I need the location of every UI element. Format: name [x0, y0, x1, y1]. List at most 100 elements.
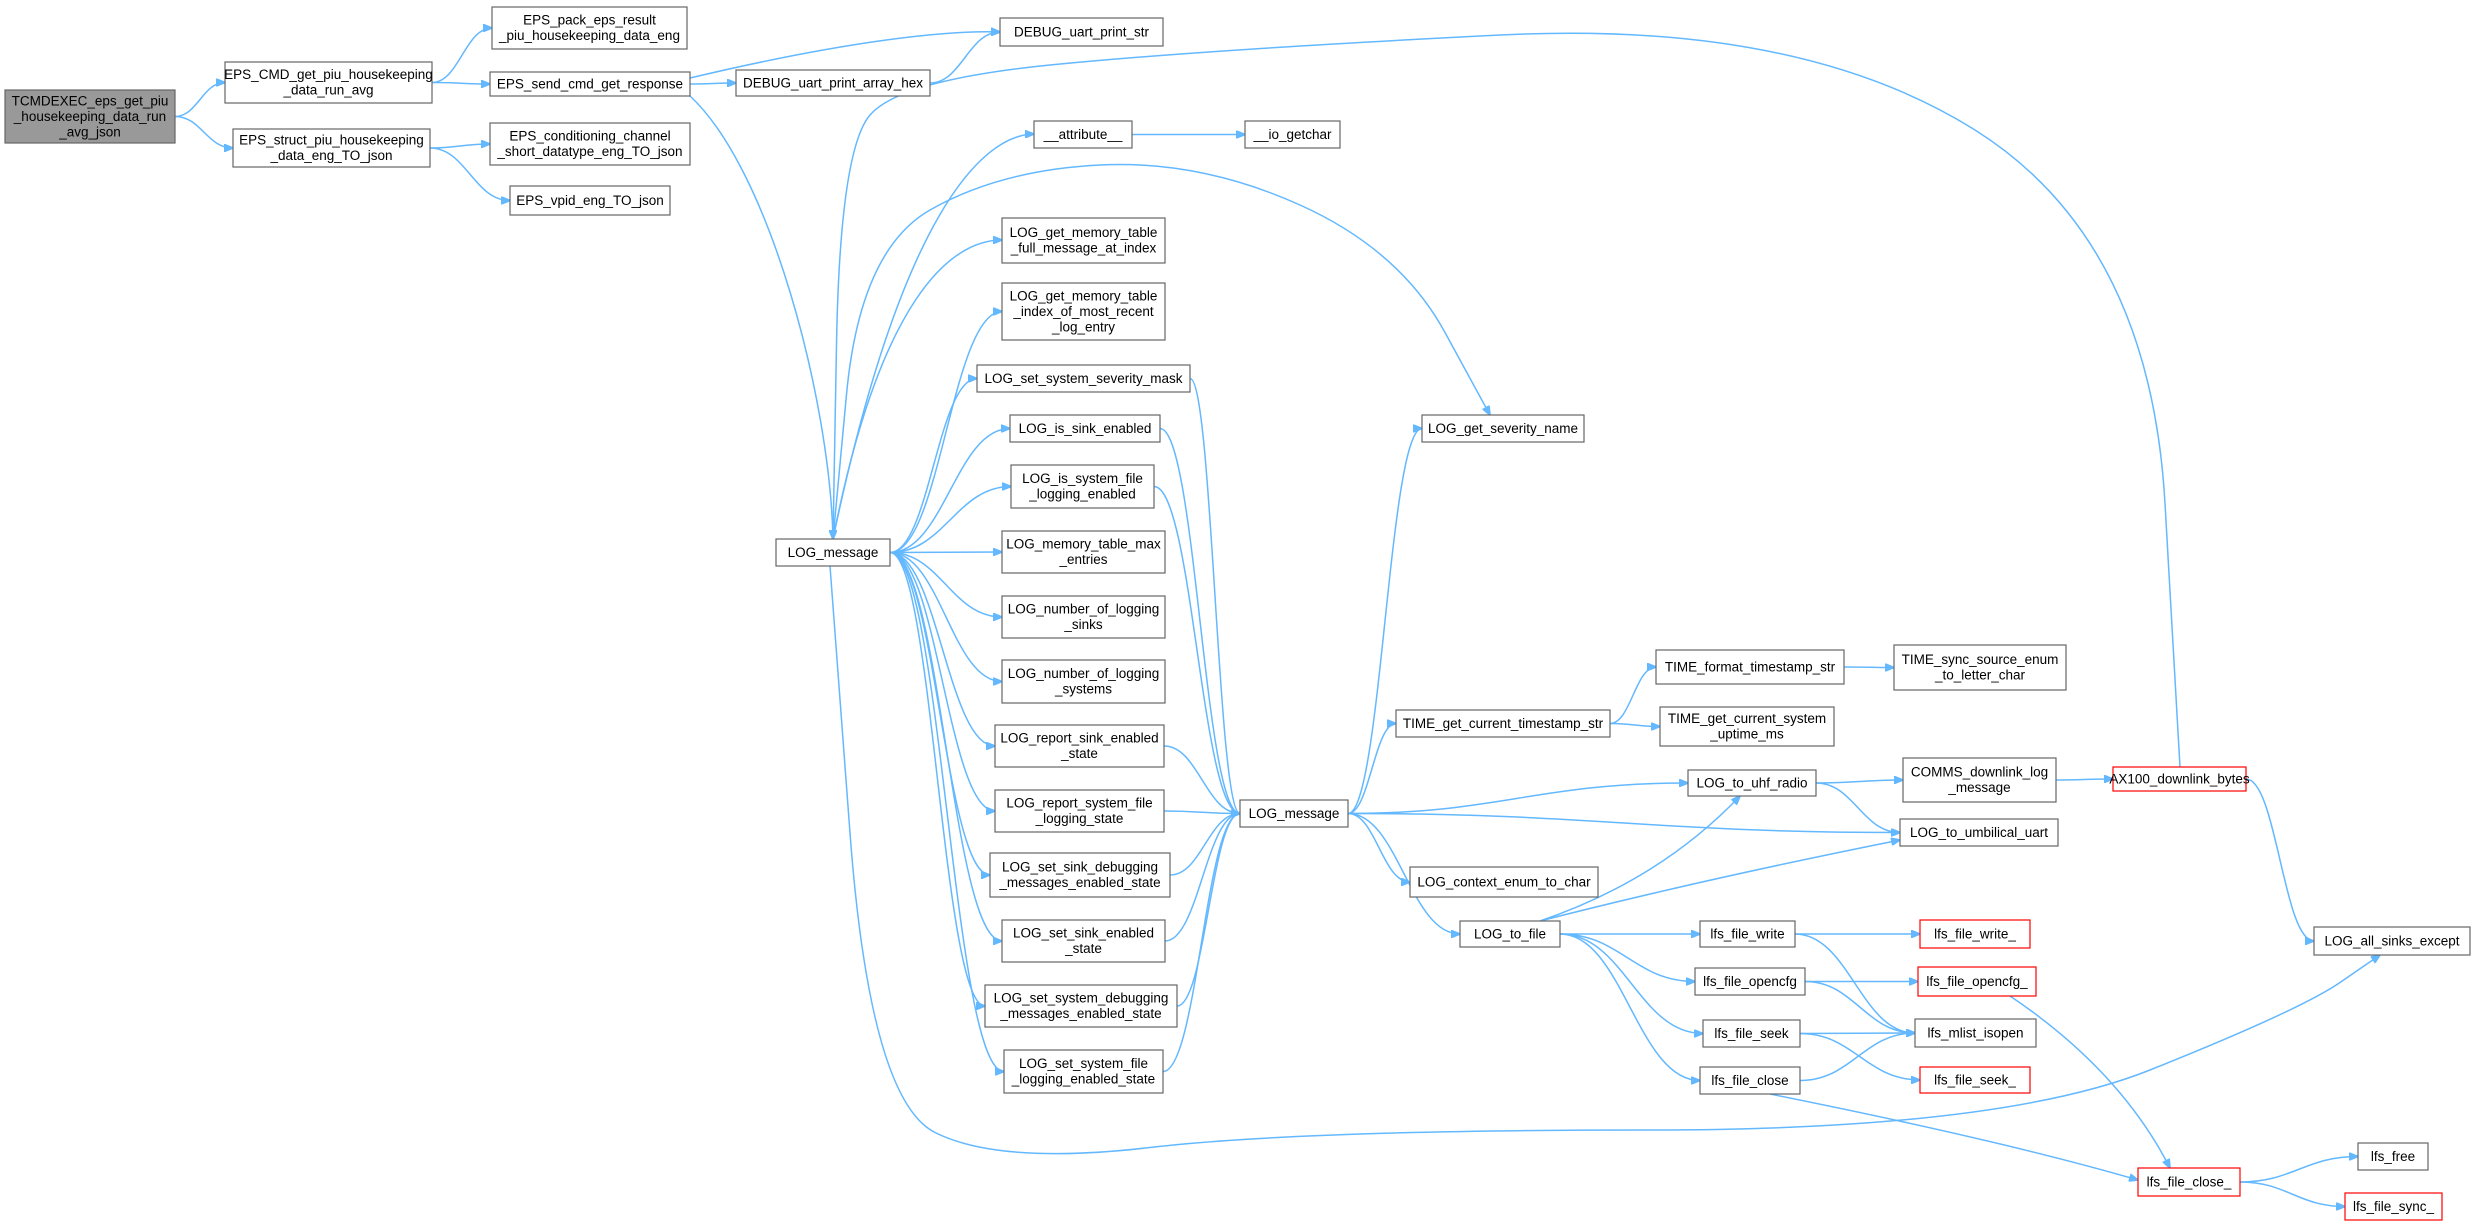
- graph-node[interactable]: lfs_file_write_: [1919, 919, 2031, 949]
- graph-node[interactable]: __attribute__: [1033, 120, 1133, 149]
- node-label: EPS_pack_eps_result: [523, 13, 656, 28]
- graph-node[interactable]: LOG_report_system_file_logging_state: [994, 789, 1165, 833]
- edge-n0-to-n2: [174, 115, 233, 149]
- graph-node[interactable]: lfs_file_close_: [2137, 1167, 2241, 1197]
- graph-node[interactable]: LOG_get_memory_table_full_message_at_ind…: [1001, 217, 1166, 264]
- edge-n37-to-n35: [1539, 840, 1900, 922]
- graph-node[interactable]: LOG_is_sink_enabled: [1009, 414, 1161, 443]
- graph-node[interactable]: lfs_free: [2357, 1142, 2429, 1171]
- graph-node[interactable]: COMMS_downlink_log_message: [1902, 757, 2057, 803]
- graph-node[interactable]: LOG_set_sink_debugging_messages_enabled_…: [989, 852, 1171, 898]
- graph-node[interactable]: lfs_mlist_isopen: [1914, 1018, 2037, 1048]
- node-label: _messages_enabled_state: [998, 875, 1160, 890]
- edge-n32-to-n33: [1815, 780, 1903, 783]
- node-label: __io_getchar: [1252, 127, 1332, 142]
- edge-n37-to-n46: [1559, 933, 1700, 1081]
- graph-node[interactable]: EPS_pack_eps_result_piu_housekeeping_dat…: [491, 6, 688, 50]
- graph-node[interactable]: LOG_message: [775, 538, 891, 567]
- graph-node[interactable]: TIME_sync_source_enum_to_letter_char: [1893, 644, 2067, 691]
- node-label: lfs_file_seek_: [1934, 1072, 2016, 1087]
- edge-n26-to-n32: [1347, 783, 1688, 815]
- graph-node[interactable]: LOG_is_system_file_logging_enabled: [1010, 464, 1155, 509]
- graph-node[interactable]: LOG_to_file: [1459, 920, 1561, 948]
- graph-node[interactable]: LOG_to_umbilical_uart: [1899, 818, 2059, 847]
- node-box: [1699, 920, 1796, 948]
- graph-node[interactable]: EPS_send_cmd_get_response: [489, 71, 691, 97]
- graph-node[interactable]: LOG_to_uhf_radio: [1687, 769, 1817, 797]
- graph-node[interactable]: LOG_all_sinks_except: [2313, 926, 2471, 956]
- graph-node[interactable]: LOG_message: [1239, 799, 1349, 828]
- graph-node[interactable]: lfs_file_opencfg_: [1917, 966, 2037, 997]
- node-label: EPS_CMD_get_piu_housekeeping: [224, 67, 433, 82]
- graph-node[interactable]: LOG_set_sink_enabled_state: [1001, 919, 1166, 963]
- graph-node[interactable]: LOG_get_memory_table_index_of_most_recen…: [1001, 282, 1166, 341]
- graph-node[interactable]: DEBUG_uart_print_array_hex: [735, 69, 931, 97]
- edge-n20-to-n26: [1163, 745, 1240, 814]
- graph-node[interactable]: LOG_set_system_debugging_messages_enable…: [984, 984, 1178, 1028]
- graph-node[interactable]: lfs_file_sync_: [2344, 1192, 2443, 1221]
- edge-n2-to-n5: [429, 144, 490, 149]
- node-label: lfs_file_sync_: [2353, 1199, 2435, 1214]
- node-label: _uptime_ms: [1709, 727, 1784, 742]
- graph-node[interactable]: LOG_number_of_logging_sinks: [1001, 595, 1166, 639]
- node-label: LOG_get_memory_table: [1010, 225, 1158, 240]
- graph-node[interactable]: LOG_context_enum_to_char: [1409, 866, 1599, 898]
- graph-node[interactable]: __io_getchar: [1244, 120, 1341, 149]
- edges-layer: [174, 28, 2380, 1207]
- node-label: _to_letter_char: [1934, 668, 2026, 683]
- graph-node[interactable]: EPS_struct_piu_housekeeping_data_eng_TO_…: [232, 128, 431, 168]
- edge-n37-to-n43: [1559, 933, 1703, 1034]
- graph-node[interactable]: TIME_get_current_timestamp_str: [1395, 709, 1611, 738]
- edge-n9-to-n23: [889, 551, 1002, 942]
- node-label: LOG_get_memory_table: [1010, 288, 1158, 303]
- node-label: EPS_conditioning_channel: [509, 129, 670, 144]
- node-label: LOG_is_sink_enabled: [1019, 421, 1152, 436]
- node-box: [1421, 414, 1585, 443]
- graph-node[interactable]: TCMDEXEC_eps_get_piu_housekeeping_data_r…: [4, 89, 176, 144]
- node-box: [1893, 644, 2067, 691]
- node-label: _housekeeping_data_run: [13, 109, 166, 124]
- node-box: [1659, 706, 1835, 747]
- graph-node[interactable]: lfs_file_seek_: [1919, 1066, 2031, 1094]
- graph-node[interactable]: LOG_number_of_logging_systems: [1001, 659, 1166, 704]
- edge-n34-to-n9: [833, 32, 2181, 768]
- node-label: lfs_file_opencfg: [1703, 974, 1797, 989]
- node-label: LOG_all_sinks_except: [2324, 933, 2459, 948]
- graph-node[interactable]: lfs_file_write: [1699, 920, 1796, 948]
- graph-node[interactable]: EPS_CMD_get_piu_housekeeping_data_run_av…: [224, 61, 433, 104]
- graph-node[interactable]: lfs_file_opencfg: [1694, 967, 1806, 996]
- graph-node[interactable]: EPS_conditioning_channel_short_datatype_…: [489, 122, 691, 166]
- node-label: LOG_report_system_file: [1006, 796, 1152, 811]
- node-box: [1699, 1066, 1801, 1095]
- node-label: lfs_file_opencfg_: [1926, 974, 2028, 989]
- node-box: [1001, 919, 1166, 963]
- node-box: [1010, 464, 1155, 509]
- graph-node[interactable]: EPS_vpid_eng_TO_json: [509, 185, 671, 216]
- graph-node[interactable]: LOG_get_severity_name: [1421, 414, 1585, 443]
- node-label: lfs_free: [2371, 1149, 2415, 1164]
- graph-node[interactable]: LOG_set_system_file_logging_enabled_stat…: [1003, 1049, 1164, 1094]
- graph-node[interactable]: lfs_file_seek: [1702, 1019, 1801, 1048]
- edge-n9-to-n14: [889, 379, 977, 554]
- graph-node[interactable]: AX100_downlink_bytes: [2109, 766, 2250, 792]
- graph-node[interactable]: TIME_get_current_system_uptime_ms: [1659, 706, 1835, 747]
- graph-node[interactable]: TIME_format_timestamp_str: [1655, 649, 1845, 685]
- edge-n22-to-n26: [1169, 814, 1240, 876]
- edge-n4-to-n7: [689, 32, 1000, 79]
- edge-n26-to-n28: [1347, 724, 1396, 815]
- graph-node[interactable]: lfs_file_close: [1699, 1066, 1801, 1095]
- edge-n9-to-n20: [889, 551, 995, 747]
- graph-node[interactable]: LOG_set_system_severity_mask: [976, 364, 1191, 393]
- edge-n46-to-n47: [1769, 1093, 2138, 1180]
- node-label: lfs_file_seek: [1714, 1026, 1789, 1041]
- edge-n9-to-n24: [889, 551, 985, 1007]
- graph-node[interactable]: LOG_memory_table_max_entries: [1001, 530, 1166, 574]
- node-box: [1244, 120, 1341, 149]
- graph-node[interactable]: LOG_report_sink_enabled_state: [994, 724, 1165, 768]
- nodes-layer: TCMDEXEC_eps_get_piu_housekeeping_data_r…: [4, 6, 2471, 1221]
- node-box: [1001, 530, 1166, 574]
- graph-node[interactable]: DEBUG_uart_print_str: [999, 17, 1164, 47]
- node-box: [999, 17, 1164, 47]
- edge-n15-to-n26: [1159, 427, 1240, 814]
